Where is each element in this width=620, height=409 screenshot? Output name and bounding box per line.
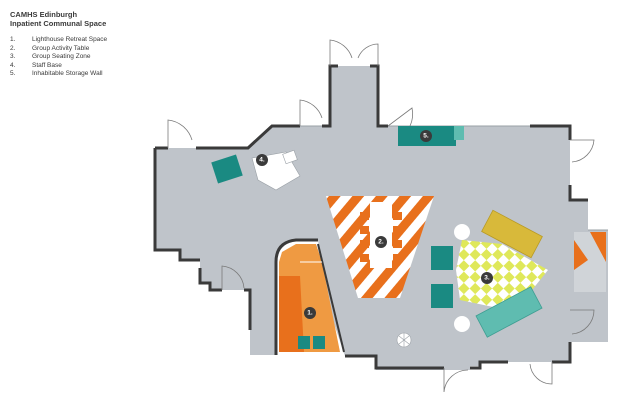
door-swing xyxy=(221,265,245,290)
marker-3 xyxy=(481,272,493,284)
outer-wall xyxy=(470,360,508,370)
table-chair xyxy=(393,212,402,220)
door-swing xyxy=(329,39,353,66)
outer-wall xyxy=(568,185,588,202)
marker-5-label: 5. xyxy=(423,133,429,140)
marker-1 xyxy=(304,307,316,319)
door-swing xyxy=(167,119,193,148)
activity-table xyxy=(370,202,392,268)
legend-item: 1. Lighthouse Retreat Space xyxy=(10,36,160,45)
door-swing xyxy=(570,309,595,335)
table-chair xyxy=(360,240,369,248)
legend: CAMHS Edinburgh Inpatient Communal Space… xyxy=(10,10,160,79)
storage-wall-end xyxy=(454,126,464,140)
legend-list: 1. Lighthouse Retreat Space 2. Group Activ… xyxy=(10,36,160,79)
legend-item-number: 1. xyxy=(10,36,16,43)
table-chair xyxy=(360,212,369,220)
outer-wall xyxy=(370,64,388,128)
retreat-seating xyxy=(279,276,304,352)
marker-1-label: 1. xyxy=(307,310,313,317)
marker-2 xyxy=(375,236,387,248)
table-chair xyxy=(360,226,369,234)
outer-wall xyxy=(345,354,444,370)
table-chair xyxy=(360,254,369,262)
legend-item-number: 3. xyxy=(10,53,16,61)
legend-item-label: Inhabitable Storage Wall xyxy=(32,70,103,78)
retreat-glazing xyxy=(317,243,345,353)
teal-armchair xyxy=(431,246,453,270)
outer-wall xyxy=(244,288,252,330)
table-chair xyxy=(393,240,402,248)
staff-chair xyxy=(282,149,298,165)
door-swing xyxy=(357,43,379,66)
door-swing xyxy=(299,99,323,126)
outer-wall xyxy=(198,268,222,292)
plant-leaves xyxy=(398,333,410,347)
marker-4 xyxy=(256,154,268,166)
table-chair xyxy=(393,226,402,234)
legend-item: 2. Group Activity Table xyxy=(10,45,160,54)
outer-wall xyxy=(196,124,300,150)
marker-2-label: 2. xyxy=(378,239,384,246)
mustard-sofa xyxy=(481,209,543,259)
retreat-cushion xyxy=(298,336,310,349)
retreat-curved-wall xyxy=(274,238,318,355)
legend-item: 4. Staff Base xyxy=(10,62,160,71)
teal-sofa xyxy=(475,286,543,338)
door-swing xyxy=(387,107,414,127)
retreat-cushion xyxy=(313,336,325,349)
side-annex-accent xyxy=(590,232,606,262)
legend-item: 5. Inhabitable Storage Wall xyxy=(10,70,160,79)
legend-item-label: Lighthouse Retreat Space xyxy=(32,36,108,43)
legend-subtitle: Inpatient Communal Space xyxy=(10,19,107,28)
legend-title: CAMHS Edinburgh xyxy=(10,10,78,19)
marker-3-label: 3. xyxy=(484,275,490,282)
legend-item-number: 4. xyxy=(10,61,16,69)
door-swing xyxy=(443,368,469,393)
legend-item-label: Group Seating Zone xyxy=(32,53,91,61)
legend-item-label: Group Activity Table xyxy=(32,44,90,52)
legend-item-number: 5. xyxy=(10,70,16,78)
legend-item: 3. Group Seating Zone xyxy=(10,53,160,62)
marker-5 xyxy=(420,130,432,142)
teal-armchair xyxy=(211,154,243,184)
door-swing xyxy=(529,362,553,385)
marker-4-label: 4. xyxy=(259,157,265,164)
teal-armchair xyxy=(431,284,453,308)
outer-wall xyxy=(530,124,572,140)
door-swing xyxy=(570,139,595,163)
side-table xyxy=(454,316,470,332)
legend-item-number: 2. xyxy=(10,44,16,52)
side-table xyxy=(454,224,470,240)
legend-item-label: Staff Base xyxy=(32,61,62,69)
table-chair xyxy=(393,254,402,262)
outer-wall xyxy=(552,342,572,364)
side-annex-accent xyxy=(574,240,588,270)
outer-wall xyxy=(322,64,338,128)
outer-wall xyxy=(153,148,200,262)
